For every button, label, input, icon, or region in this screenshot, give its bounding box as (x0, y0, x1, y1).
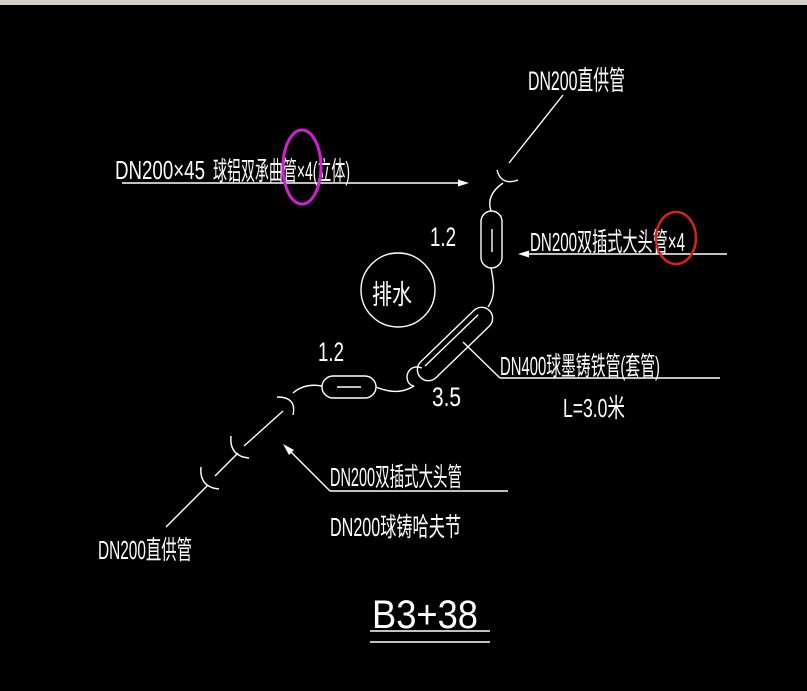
pipe-bend-upper (489, 182, 504, 212)
dimension-casing-offset: 3.5 (432, 382, 461, 412)
markup-ellipse-magenta (281, 128, 323, 206)
station-label: B3+38 (372, 593, 478, 637)
double-spigot-upper-arrowhead (518, 250, 529, 258)
label-supply-pipe-bottom: DN200直供管 (98, 535, 192, 565)
socket-joint-diagonal-1 (276, 396, 295, 416)
casing-sleeve (416, 306, 494, 382)
arrowheads (283, 179, 529, 455)
double-spigot-lower-leader (288, 449, 331, 492)
label-casing-length: L=3.0米 (563, 393, 625, 423)
pipe-bend-left (292, 384, 323, 394)
dimension-middle-segment: 1.2 (318, 337, 344, 367)
double-spigot-lower-arrowhead (283, 444, 294, 455)
socket-joint-diagonal-3 (200, 466, 220, 490)
label-supply-pipe-top: DN200直供管 (528, 66, 625, 96)
socket-joint-diagonal-2 (230, 435, 250, 459)
drain-circle (360, 252, 436, 328)
label-double-spigot-lower: DN200双插式大头管 (330, 462, 462, 492)
pipe-network (122, 94, 727, 643)
elbow-note-arrowhead (458, 179, 469, 187)
casing-sleeve-inner-line (424, 314, 479, 367)
socket-joint-casing (406, 366, 423, 387)
pipe-bend-middle (487, 267, 495, 308)
double-spigot-lower (321, 375, 377, 399)
pipe-diagonal-segment-2 (214, 452, 239, 477)
pipe-diagonal-segment-1 (243, 410, 284, 447)
label-coupling: DN200球铸哈夫节 (330, 512, 461, 542)
casing-sleeve-outline (416, 306, 494, 382)
label-elbow-size: DN200×45 (115, 155, 205, 185)
leader-supply-bottom (165, 484, 209, 528)
label-casing-pipe: DN400球墨铸铁管(套管) (500, 351, 660, 381)
label-drain: 排水 (372, 280, 412, 310)
pipe-bend-lower (375, 385, 415, 393)
review-markups (281, 128, 698, 266)
socket-joint-top (496, 169, 519, 183)
label-double-spigot-upper: DN200双插式大头管×4 (530, 227, 685, 257)
leader-supply-top (508, 94, 564, 164)
dimension-upper-segment: 1.2 (430, 222, 456, 252)
label-elbow-description: 球铝双承曲管×4(立体) (213, 156, 350, 186)
markup-circle-red (654, 210, 698, 266)
window-frame-edge (0, 0, 807, 5)
labels: DN200直供管 DN200×45 球铝双承曲管×4(立体) 1.2 DN200… (98, 66, 685, 637)
casing-leader (462, 341, 501, 379)
